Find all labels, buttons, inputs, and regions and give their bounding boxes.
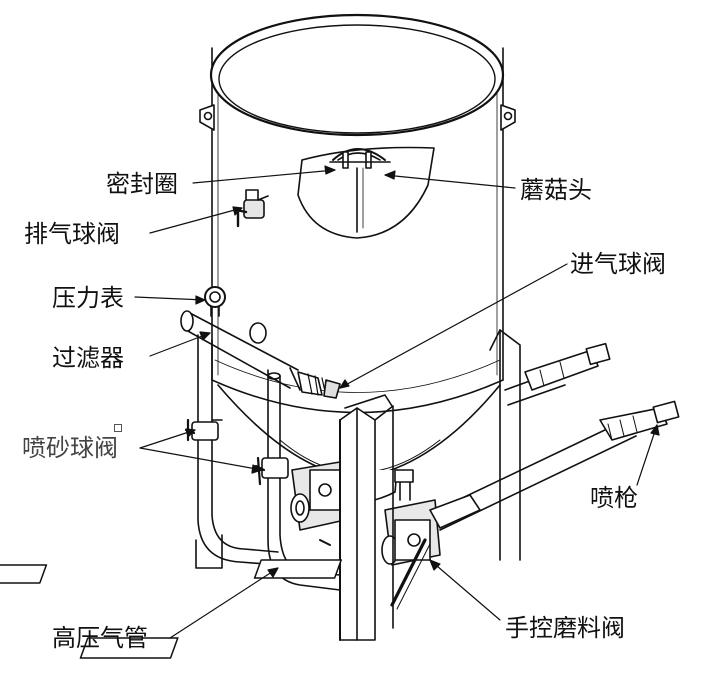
leader-lines [134,165,660,639]
label-intake-ball-valve: 进气球阀 [570,250,666,278]
spray-gun-hoses [429,342,680,531]
label-sandblast-ball-valve: 喷砂球阀 [22,434,118,462]
exhaust-valve-shape [234,189,269,228]
label-exhaust-ball-valve: 排气球阀 [24,220,120,248]
label-pressure-gauge: 压力表 [52,284,124,312]
sandblast-valves-shape [184,418,289,486]
right-mixing-valve-shape [381,469,441,610]
cursor-marker-icon [114,424,122,432]
label-spray-gun: 喷枪 [590,484,638,512]
label-filter: 过滤器 [52,344,124,372]
label-seal-ring: 密封圈 [106,170,178,198]
mixing-valve-shape [290,461,346,546]
label-mushroom-head: 蘑菇头 [520,176,592,204]
label-manual-abrasive-valve: 手控磨料阀 [505,614,625,642]
inner-funnel [297,146,435,239]
label-high-pressure-air-pipe: 高压气管 [52,624,148,652]
legs [0,329,521,659]
